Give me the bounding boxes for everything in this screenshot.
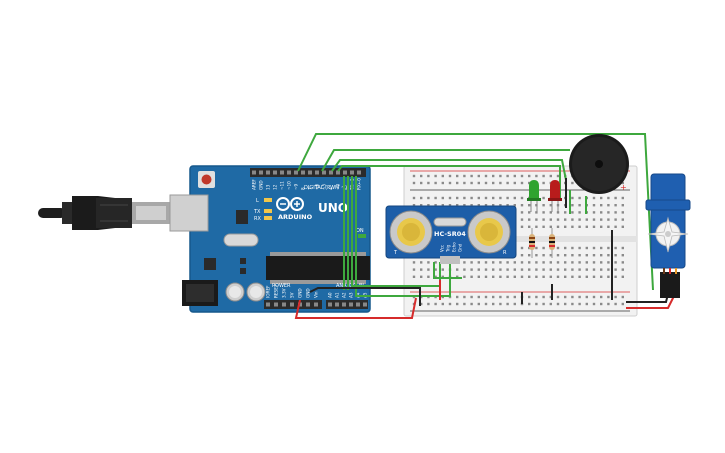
digital-pin-label: AREF bbox=[252, 179, 257, 190]
piezo-buzzer[interactable]: + bbox=[569, 134, 629, 194]
power-pin-label: Vin bbox=[314, 291, 319, 298]
usb-jack bbox=[169, 194, 209, 232]
digital-pin-label: GND bbox=[259, 180, 264, 190]
arduino-brand: ARDUINO bbox=[278, 213, 313, 221]
buzzer-plus-icon: + bbox=[620, 183, 627, 192]
analog-pin[interactable] bbox=[342, 302, 346, 307]
led-label-rx: RX bbox=[254, 216, 261, 222]
power-pin-label: 3.3V bbox=[282, 288, 287, 298]
led-indicator-rx bbox=[264, 216, 272, 220]
digital-pin[interactable] bbox=[308, 170, 312, 175]
power-pin[interactable] bbox=[274, 302, 278, 307]
digital-pin-label: ~11 bbox=[280, 181, 285, 190]
digital-pin[interactable] bbox=[322, 170, 326, 175]
analog-pin[interactable] bbox=[356, 302, 360, 307]
led-green[interactable] bbox=[527, 180, 541, 212]
analog-pin-label: A0 bbox=[328, 292, 333, 298]
power-wires[interactable] bbox=[294, 178, 675, 319]
power-pin-label: 5V bbox=[290, 292, 295, 298]
digital-pin-label: 4 bbox=[329, 187, 334, 190]
digital-pin[interactable] bbox=[252, 170, 256, 175]
on-label: ON bbox=[356, 228, 364, 234]
sensor-side-t: T bbox=[393, 250, 398, 256]
digital-pin[interactable] bbox=[315, 170, 319, 175]
digital-pin-label: 13 bbox=[266, 184, 271, 190]
digital-pin-label: 8 bbox=[301, 187, 306, 190]
digital-pin[interactable] bbox=[266, 170, 270, 175]
atmega-chip bbox=[266, 256, 370, 280]
led-indicator-l bbox=[264, 198, 272, 202]
digital-pin[interactable] bbox=[259, 170, 263, 175]
digital-pin[interactable] bbox=[329, 170, 333, 175]
power-pin-label: RESET bbox=[274, 284, 279, 298]
power-pin-label: IOREF bbox=[266, 285, 271, 298]
digital-pin-label: RX←0 bbox=[357, 178, 362, 190]
analog-pin[interactable] bbox=[335, 302, 339, 307]
digital-header-label: DIGITAL (PWM ~) bbox=[304, 185, 347, 191]
digital-pin-label: ~6 bbox=[315, 183, 320, 190]
breadboard[interactable] bbox=[403, 165, 638, 317]
digital-pin-label: 12 bbox=[273, 184, 278, 190]
sensor-pin-label: Echo bbox=[452, 242, 457, 252]
arduino-model: UNO bbox=[318, 201, 348, 215]
analog-pin[interactable] bbox=[363, 302, 367, 307]
power-pin[interactable] bbox=[282, 302, 286, 307]
analog-pin-header[interactable] bbox=[326, 300, 368, 309]
green-wires[interactable] bbox=[297, 133, 654, 297]
led-red[interactable] bbox=[548, 180, 562, 212]
digital-pin[interactable] bbox=[343, 170, 347, 175]
analog-pin-label: A3 bbox=[349, 292, 354, 298]
analog-pin[interactable] bbox=[349, 302, 353, 307]
digital-pin[interactable] bbox=[301, 170, 305, 175]
digital-pin[interactable] bbox=[287, 170, 291, 175]
digital-pin-label: ~3 bbox=[336, 183, 341, 190]
power-pin[interactable] bbox=[266, 302, 270, 307]
arduino-logo-icon bbox=[276, 197, 304, 211]
resistor-2[interactable] bbox=[549, 228, 555, 258]
sensor-label: HC-SR04 bbox=[434, 230, 466, 238]
usb-chip bbox=[236, 210, 248, 224]
digital-pin[interactable] bbox=[280, 170, 284, 175]
analog-pin-label: A2 bbox=[342, 292, 347, 298]
crystal-oscillator bbox=[223, 233, 259, 247]
led-label-l: L bbox=[256, 198, 259, 204]
digital-pin-label: ~9 bbox=[294, 183, 299, 190]
sensor-pin-label: Gnd bbox=[458, 243, 463, 252]
digital-pin[interactable] bbox=[357, 170, 361, 175]
digital-pin[interactable] bbox=[350, 170, 354, 175]
digital-pin[interactable] bbox=[336, 170, 340, 175]
power-pin-label: GND bbox=[298, 288, 303, 298]
micro-servo[interactable] bbox=[645, 173, 691, 298]
led-label-tx: TX bbox=[253, 209, 261, 215]
sensor-pin-label: Vcc bbox=[440, 245, 445, 252]
analog-pin[interactable] bbox=[328, 302, 332, 307]
power-pin-label: GND bbox=[306, 288, 311, 298]
power-pin[interactable] bbox=[314, 302, 318, 307]
analog-header-label: ANALOG IN bbox=[336, 283, 364, 289]
digital-pin-label: 7 bbox=[308, 187, 313, 190]
power-pin[interactable] bbox=[290, 302, 294, 307]
sensor-pin-label: Trig bbox=[446, 244, 451, 253]
resistor-1[interactable] bbox=[529, 228, 535, 258]
regulator-chip bbox=[204, 258, 216, 270]
arduino-uno-board[interactable]: L TX RX ON ARDUINO UNO DIGITAL (PWM ~) A… bbox=[169, 165, 371, 313]
digital-pin[interactable] bbox=[294, 170, 298, 175]
led-indicator-tx bbox=[264, 209, 272, 213]
analog-pin-label: A1 bbox=[335, 292, 340, 298]
power-pin[interactable] bbox=[306, 302, 310, 307]
digital-pin[interactable] bbox=[273, 170, 277, 175]
sensor-side-r: R bbox=[503, 250, 507, 256]
digital-pin-label: ~5 bbox=[322, 183, 327, 190]
power-header-label: POWER bbox=[272, 283, 291, 289]
digital-pin-label: ~10 bbox=[287, 181, 292, 190]
